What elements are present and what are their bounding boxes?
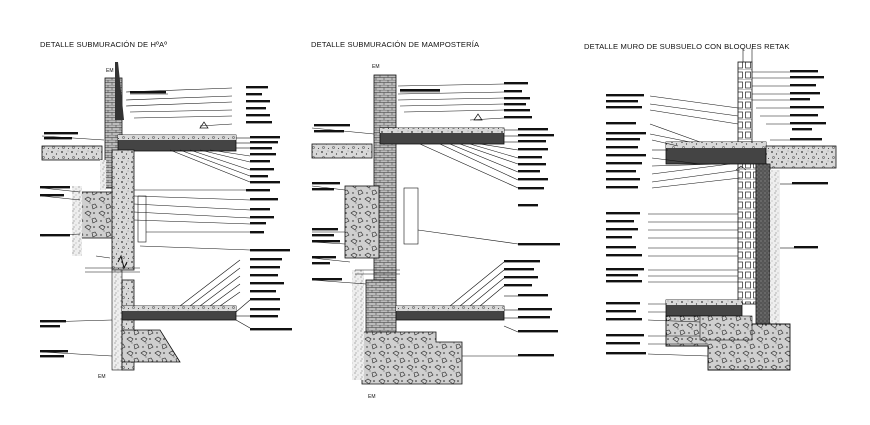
block-marker-3: [735, 165, 747, 171]
level-mark-top-1: EM: [106, 68, 114, 74]
basement-finish-3: [666, 300, 742, 305]
label-bars-2: [400, 82, 560, 357]
upper-block-wall-3: [737, 61, 753, 143]
level-mark-bottom-1: EM: [98, 374, 106, 380]
label-bars-3: [790, 70, 828, 249]
lower-footing-1: [121, 329, 181, 363]
lower-masonry-2: [365, 279, 397, 333]
old-footing-2: [344, 185, 380, 259]
new-footing-2: [361, 331, 463, 385]
column-outline-1: [137, 195, 147, 243]
detail-3-section: [606, 48, 837, 371]
ground-slab-right-3: [765, 145, 837, 169]
floor-finish-2: [380, 128, 504, 133]
level-marker-2: [473, 113, 483, 121]
label-bars-left-2: [312, 124, 350, 281]
basement-finish-2: [396, 306, 504, 311]
label-bars-left-1: [40, 132, 78, 358]
break-symbol-1: [117, 254, 128, 270]
wall-cap-1: [115, 62, 124, 120]
underpinning-wall-1: [111, 149, 135, 271]
level-marker-1: [199, 121, 209, 129]
retak-block-wall-3: [737, 163, 757, 305]
detail-title-1: DETALLE SUBMURACIÓN DE HºAº: [40, 40, 167, 49]
footing-core-3: [699, 315, 753, 341]
detail-title-2: DETALLE SUBMURACIÓN DE MAMPOSTERÍA: [311, 40, 480, 49]
break-line-2: [355, 269, 400, 275]
label-bars-1: [130, 86, 292, 331]
leaders-left-3: [647, 95, 741, 357]
soil-right-3: [770, 170, 780, 370]
leaders-right-3: [752, 71, 794, 249]
ground-slab-left-1: [41, 145, 103, 161]
wall-break-3: [742, 48, 753, 62]
soil-left-2: [352, 270, 364, 380]
label-bars-left-3: [606, 94, 646, 355]
floor-finish-3: [666, 142, 766, 148]
level-mark-bottom-2: EM: [368, 394, 376, 400]
detail-1-section: EM EM: [40, 62, 292, 380]
leaders-right-2: [397, 83, 519, 357]
level-mark-top-2: EM: [372, 64, 380, 70]
floor-finish-1: [118, 135, 236, 140]
break-line-1: [85, 267, 140, 273]
detail-2-section: EM EM: [311, 64, 560, 400]
ground-column-1: [111, 269, 123, 371]
column-outline-2: [403, 187, 419, 245]
soil-left-1: [72, 186, 82, 256]
detail-title-3: DETALLE MURO DE SUBSUELO CON BLOQUES RET…: [584, 42, 790, 51]
ground-slab-left-2: [311, 143, 373, 159]
basement-finish-1: [122, 306, 236, 311]
soil-under-1: [100, 160, 106, 190]
leaders-right-1: [125, 87, 251, 329]
